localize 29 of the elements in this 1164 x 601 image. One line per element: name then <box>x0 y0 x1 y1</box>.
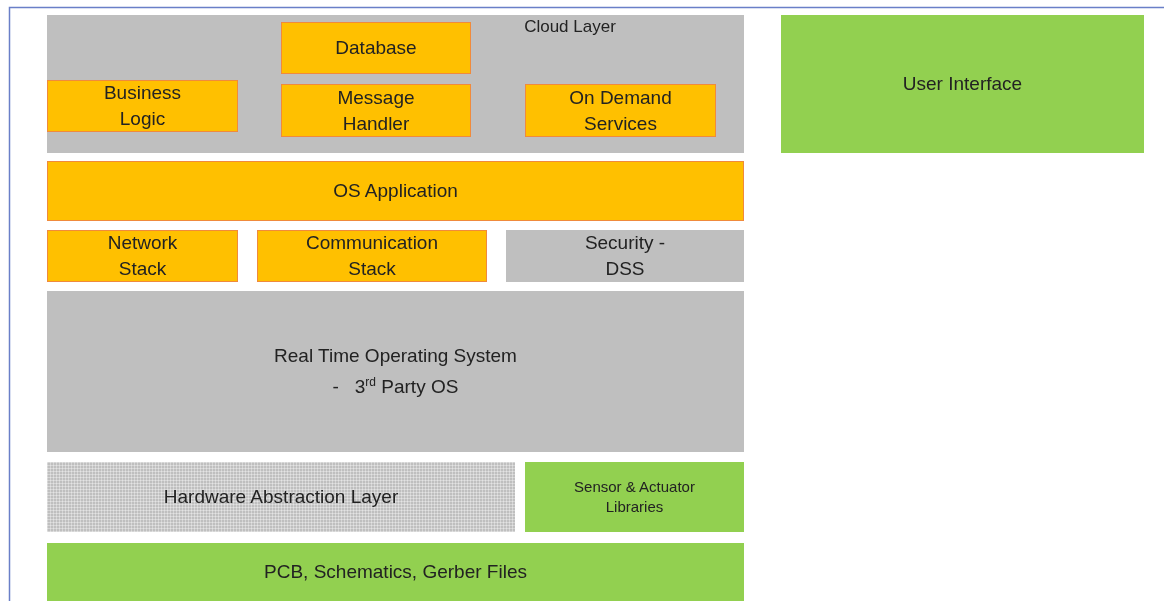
layer-box <box>47 543 744 601</box>
component-box <box>257 230 487 282</box>
component-box <box>506 230 744 282</box>
box-sublabel: - 3$^{rd}$ Party OS <box>332 373 459 400</box>
box-label: User Interface <box>902 72 1023 96</box>
box-label: On Demand Services <box>568 85 673 136</box>
component-box <box>281 22 471 74</box>
box-label: Business Logic <box>102 81 183 131</box>
box-label: Communication Stack <box>305 231 439 281</box>
box-label: Real Time Operating System <box>274 343 517 368</box>
layer-box <box>47 161 744 221</box>
box-label: Database <box>335 36 417 60</box>
box-label: PCB, Schematics, Gerber Files <box>264 560 527 584</box>
component-box <box>525 84 716 137</box>
layer-box <box>47 462 515 532</box>
layer-panel <box>47 15 744 153</box>
layer-title: Cloud Layer <box>523 16 617 38</box>
box-label: Hardware Abstraction Layer <box>163 485 399 509</box>
component-box <box>281 84 471 137</box>
box-label: Security - DSS <box>583 231 667 281</box>
layer-box <box>781 15 1144 153</box>
component-box <box>47 230 238 282</box>
component-box <box>47 80 238 132</box>
box-label: OS Application <box>333 179 458 203</box>
layer-box <box>47 291 744 452</box>
box-label: Message Handler <box>336 85 416 136</box>
box-label: Network Stack <box>106 231 179 281</box>
component-box <box>525 462 744 532</box>
box-label: Sensor & Actuator Libraries <box>573 477 696 517</box>
